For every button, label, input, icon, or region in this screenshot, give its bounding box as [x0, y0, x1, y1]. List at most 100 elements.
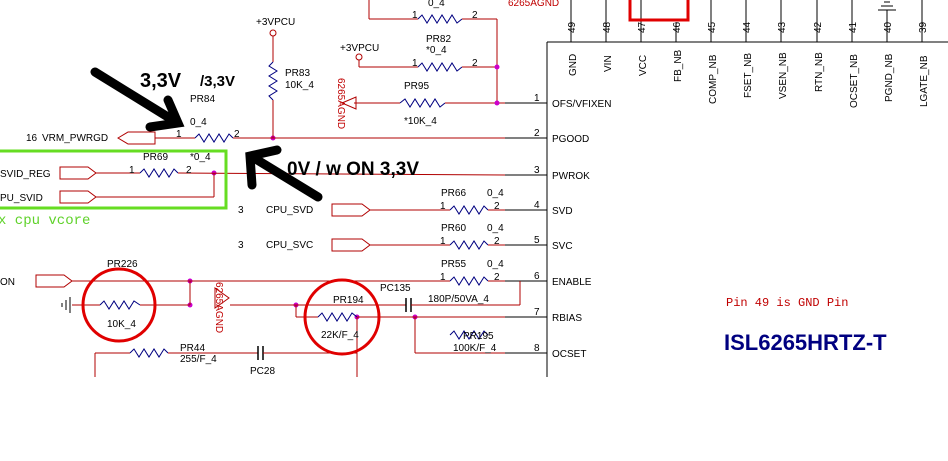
pr83-value: 10K_4: [285, 80, 314, 91]
highlight-circle-pr226: [81, 267, 157, 343]
pr82-value: *0_4: [426, 45, 447, 56]
pr60-pin2: 2: [494, 236, 500, 247]
pin49-note: Pin 49 is GND Pin: [726, 296, 848, 310]
pr84-pin1: 1: [176, 129, 182, 140]
svc-wiring: [331, 238, 505, 252]
pr66-pin2: 2: [494, 201, 500, 212]
top-pin-number: 48: [602, 21, 613, 33]
pr66-pin1: 1: [440, 201, 446, 212]
top-pin-number: 46: [672, 21, 683, 33]
top-pin-name: OCSET_NB: [849, 54, 860, 108]
left-pin-number: 6: [534, 271, 540, 282]
top-pin-name: RTN_NB: [814, 52, 825, 92]
zero-v-note: 0V / w ON 3,3V: [287, 159, 419, 180]
top-pin-number: 44: [742, 21, 753, 33]
top-pin-number: 39: [918, 21, 929, 33]
r-top-pin1: 1: [412, 10, 418, 21]
pr194-value: 22K/F_4: [321, 330, 359, 341]
top-pin-name: FSET_NB: [743, 53, 754, 98]
pr60-ref: PR60: [441, 223, 466, 234]
pgnd-ground-symbol: [878, 1, 896, 11]
pr69-pin1: 1: [129, 165, 135, 176]
left-pin-name: SVC: [552, 241, 573, 252]
pr195-ref: PR195: [463, 331, 494, 342]
left-pin-name: SVD: [552, 206, 573, 217]
pgood-wiring: [117, 131, 505, 145]
pr226-wiring: [61, 297, 190, 313]
left-pin-number: 8: [534, 343, 540, 354]
gnd-label-mid: 6265AGND: [335, 78, 346, 129]
chip-name: ISL6265HRTZ-T: [724, 330, 887, 355]
annotation-arrows: [90, 67, 323, 202]
ic-top-pin-stubs: [570, 0, 923, 42]
top-pin-number: 49: [567, 21, 578, 33]
svid-reg-net: SVID_REG: [0, 169, 51, 180]
pr95-ref: PR95: [404, 81, 429, 92]
pr60-pin1: 1: [440, 236, 446, 247]
top-wiring: [340, 0, 505, 110]
top-pin-number: 40: [883, 21, 894, 33]
pr55-ref: PR55: [441, 259, 466, 270]
v33-main-note: 3,3V: [140, 70, 182, 92]
top-pin-name: PGND_NB: [884, 53, 895, 102]
top-pin-number: 45: [707, 21, 718, 33]
pr60-value: 0_4: [487, 223, 504, 234]
left-pin-name: PGOOD: [552, 134, 589, 145]
top-pin-name: FB_NB: [673, 49, 684, 82]
top-pin-number: 47: [637, 21, 648, 33]
highlight-box-svid: [0, 149, 228, 210]
enable-wiring: [35, 274, 505, 305]
pr83-ref: PR83: [285, 68, 310, 79]
top-pin-name: LGATE_NB: [919, 55, 930, 107]
ic-top-pin-numbers: 49 48 47 46 45 44 43 42 41 40 39: [567, 21, 929, 33]
left-pin-number: 7: [534, 307, 540, 318]
left-pin-number: 5: [534, 235, 540, 246]
top-pin-number: 41: [848, 21, 859, 33]
svd-wiring: [331, 203, 505, 217]
pr84-ref: PR84: [190, 94, 215, 105]
top-pin-name: VCC: [638, 55, 649, 76]
pc28-ref: PC28: [250, 366, 275, 377]
pr195-value: 100K/F_4: [453, 343, 497, 354]
vpcu-top-label: +3VPCU: [256, 17, 295, 28]
vpcu-mid-label: +3VPCU: [340, 43, 379, 54]
pr66-ref: PR66: [441, 188, 466, 199]
left-pin-name: RBIAS: [552, 313, 582, 324]
ocset-bottom-wiring: [94, 346, 357, 377]
pr226-ref: PR226: [107, 259, 138, 270]
ic-left-pin-stubs: [505, 102, 547, 354]
pr84-pin2: 2: [234, 129, 240, 140]
pr69-value: *0_4: [190, 152, 211, 163]
on-net: ON: [0, 277, 15, 288]
rbias-wiring: [214, 281, 521, 377]
vrm-pwrgd-num: 16: [26, 133, 38, 144]
r-top-pin2: 2: [472, 10, 478, 21]
pr69-ref: PR69: [143, 152, 168, 163]
pr55-value: 0_4: [487, 259, 504, 270]
pr66-value: 0_4: [487, 188, 504, 199]
pr44-value: 255/F_4: [180, 354, 217, 365]
pr69-pin2: 2: [186, 165, 192, 176]
left-pin-name: OCSET: [552, 349, 586, 360]
left-pin-number: 1: [534, 93, 540, 104]
cpu-vcore-note: x cpu vcore: [0, 213, 90, 229]
r-top-value: 0_4: [428, 0, 445, 9]
left-pin-number: 3: [534, 165, 540, 176]
cpu-svd-num: 3: [238, 205, 244, 216]
left-pin-number: 2: [534, 128, 540, 139]
pr194-ref: PR194: [333, 295, 364, 306]
pc135-ref: PC135: [380, 283, 411, 294]
pwrok-wiring: [59, 166, 506, 204]
pr226-value: 10K_4: [107, 319, 136, 330]
v33-small-note: /3,3V: [200, 73, 235, 90]
top-pin-name: GND: [568, 54, 579, 76]
cpu-svc-net: CPU_SVC: [266, 240, 313, 251]
top-pin-name: COMP_NB: [708, 54, 719, 104]
gnd-label-low: 6265AGND: [213, 282, 224, 333]
pr55-pin2: 2: [494, 272, 500, 283]
left-pin-number: 4: [534, 200, 540, 211]
pr83-wiring: [268, 29, 278, 138]
ic-left-pin-names: OFS/VFIXEN PGOOD PWROK SVD SVC ENABLE RB…: [552, 99, 611, 360]
cpu-svd-net: CPU_SVD: [266, 205, 313, 216]
